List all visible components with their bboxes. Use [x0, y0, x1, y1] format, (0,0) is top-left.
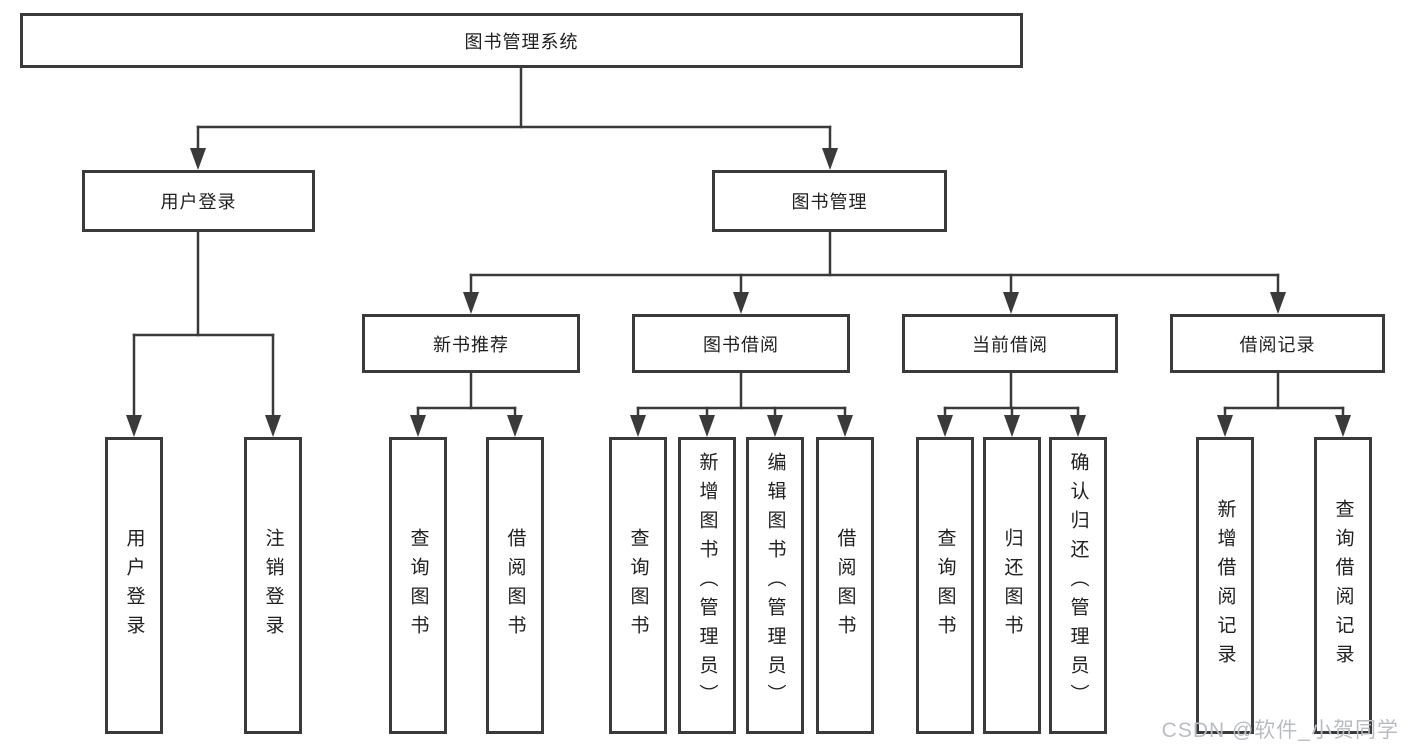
node-book-management: 图书管理 — [712, 170, 947, 232]
leaf-confirm-return-admin-label: 确认归还（管理员） — [1067, 452, 1089, 713]
node-user-login-label: 用户登录 — [160, 192, 237, 212]
csdn-watermark: CSDN @软件_小贺同学 — [1161, 719, 1399, 742]
node-current-borrow-label: 当前借阅 — [972, 334, 1048, 355]
node-user-login: 用户登录 — [82, 170, 315, 232]
leaf-borrow-books-borrow-label: 借阅图书 — [834, 527, 856, 644]
node-new-book-recommend: 新书推荐 — [362, 314, 580, 373]
leaf-logout-label: 注销登录 — [262, 527, 284, 644]
leaf-logout: 注销登录 — [244, 437, 302, 734]
leaf-query-books-borrow: 查询图书 — [609, 437, 667, 734]
node-new-book-recommend-label: 新书推荐 — [433, 334, 509, 355]
leaf-user-login: 用户登录 — [105, 437, 163, 734]
leaf-user-login-label: 用户登录 — [123, 527, 145, 644]
leaf-query-books-recommend-label: 查询图书 — [407, 527, 429, 644]
leaf-query-books-current: 查询图书 — [916, 437, 974, 734]
node-current-borrow: 当前借阅 — [902, 314, 1118, 373]
node-book-management-label: 图书管理 — [791, 192, 868, 212]
leaf-add-book-admin-label: 新增图书（管理员） — [696, 452, 718, 713]
node-library-system: 图书管理系统 — [20, 13, 1023, 68]
leaf-query-borrow-record: 查询借阅记录 — [1314, 437, 1372, 734]
leaf-query-books-current-label: 查询图书 — [934, 527, 956, 644]
leaf-borrow-books-recommend-label: 借阅图书 — [504, 527, 526, 644]
leaf-query-borrow-record-label: 查询借阅记录 — [1332, 498, 1354, 673]
node-book-borrow: 图书借阅 — [632, 314, 850, 373]
node-borrow-records-label: 借阅记录 — [1239, 334, 1316, 355]
leaf-return-books: 归还图书 — [983, 437, 1041, 734]
leaf-borrow-books-recommend: 借阅图书 — [486, 437, 544, 734]
leaf-add-book-admin: 新增图书（管理员） — [678, 437, 736, 734]
node-borrow-records: 借阅记录 — [1170, 314, 1385, 373]
leaf-edit-book-admin-label: 编辑图书（管理员） — [764, 452, 786, 713]
leaf-return-books-label: 归还图书 — [1001, 527, 1023, 644]
node-library-system-label: 图书管理系统 — [464, 31, 579, 52]
leaf-edit-book-admin: 编辑图书（管理员） — [746, 437, 804, 734]
leaf-borrow-books-borrow: 借阅图书 — [816, 437, 874, 734]
node-book-borrow-label: 图书借阅 — [703, 334, 779, 355]
leaf-add-borrow-record-label: 新增借阅记录 — [1214, 498, 1236, 673]
leaf-query-books-recommend: 查询图书 — [389, 437, 447, 734]
leaf-confirm-return-admin: 确认归还（管理员） — [1049, 437, 1107, 734]
leaf-query-books-borrow-label: 查询图书 — [627, 527, 649, 644]
leaf-add-borrow-record: 新增借阅记录 — [1196, 437, 1254, 734]
